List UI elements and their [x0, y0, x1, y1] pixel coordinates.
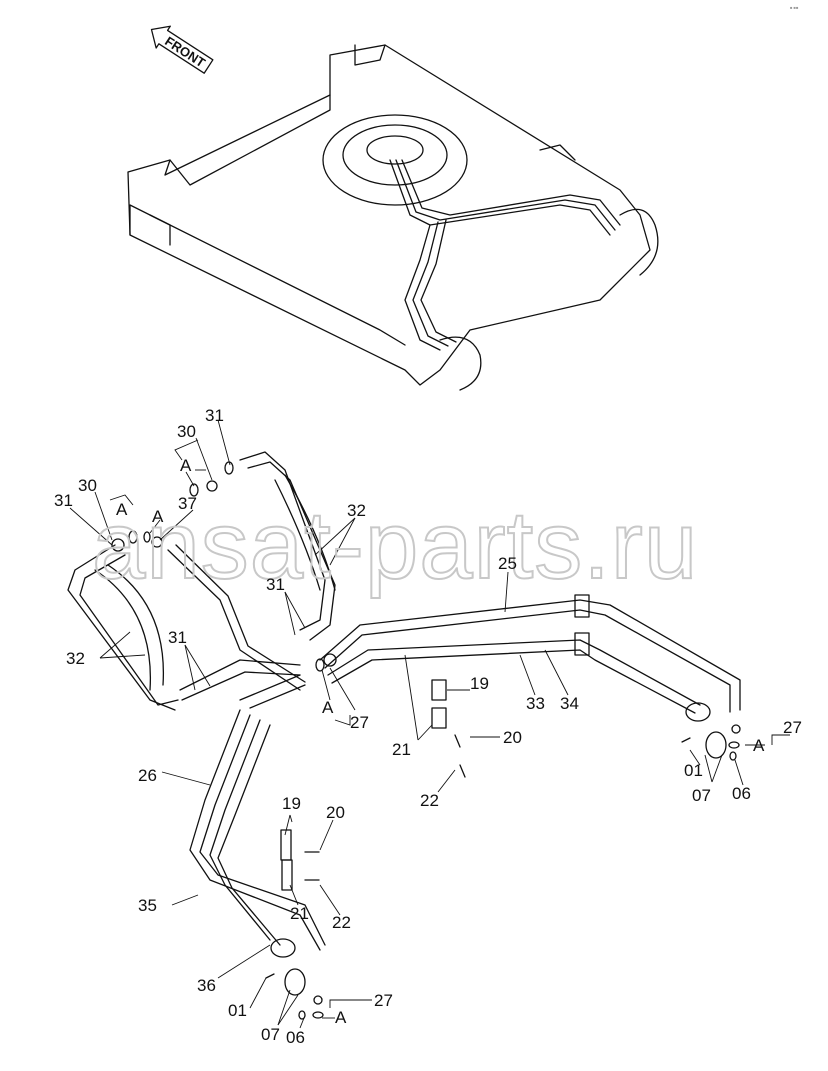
leader-lines [69, 419, 790, 1029]
callout-07: 07 [692, 786, 711, 805]
callout-07: 07 [261, 1025, 280, 1044]
front-arrow-icon: FRONT [150, 25, 214, 74]
callout-37: 37 [178, 494, 197, 513]
callout-A: A [753, 736, 765, 755]
callout-A: A [152, 507, 164, 526]
callout-31: 31 [266, 575, 285, 594]
callout-06: 06 [732, 784, 751, 803]
callout-22: 22 [420, 791, 439, 810]
callout-32: 32 [66, 649, 85, 668]
callout-20: 20 [503, 728, 522, 747]
callout-27: 27 [374, 991, 393, 1010]
watermark: ansat-parts.ru [92, 492, 698, 599]
callout-36: 36 [197, 976, 216, 995]
corner-mark: ■ ■■ [790, 5, 799, 10]
callout-21: 21 [290, 904, 309, 923]
callout-01: 01 [684, 761, 703, 780]
callout-31: 31 [205, 406, 224, 425]
callout-06: 06 [286, 1028, 305, 1047]
callout-A: A [116, 500, 128, 519]
callout-A: A [180, 456, 192, 475]
machine-frame [127, 44, 659, 391]
callout-21: 21 [392, 740, 411, 759]
pipe-assembly [67, 451, 741, 1020]
callout-19: 19 [470, 674, 489, 693]
callout-30: 30 [78, 476, 97, 495]
callout-33: 33 [526, 694, 545, 713]
callout-35: 35 [138, 896, 157, 915]
callout-22: 22 [332, 913, 351, 932]
callout-27: 27 [350, 713, 369, 732]
callout-32: 32 [347, 501, 366, 520]
callout-19: 19 [282, 794, 301, 813]
callout-30: 30 [177, 422, 196, 441]
callout-31: 31 [54, 491, 73, 510]
callout-26: 26 [138, 766, 157, 785]
callout-20: 20 [326, 803, 345, 822]
callout-34: 34 [560, 694, 579, 713]
callout-25: 25 [498, 554, 517, 573]
callouts: 31 30 A 30 A 31 37 A 32 32 31 31 25 19 2… [54, 406, 802, 1047]
callout-01: 01 [228, 1001, 247, 1020]
callout-A: A [335, 1008, 347, 1027]
callout-27: 27 [783, 718, 802, 737]
callout-A: A [322, 698, 334, 717]
callout-31: 31 [168, 628, 187, 647]
